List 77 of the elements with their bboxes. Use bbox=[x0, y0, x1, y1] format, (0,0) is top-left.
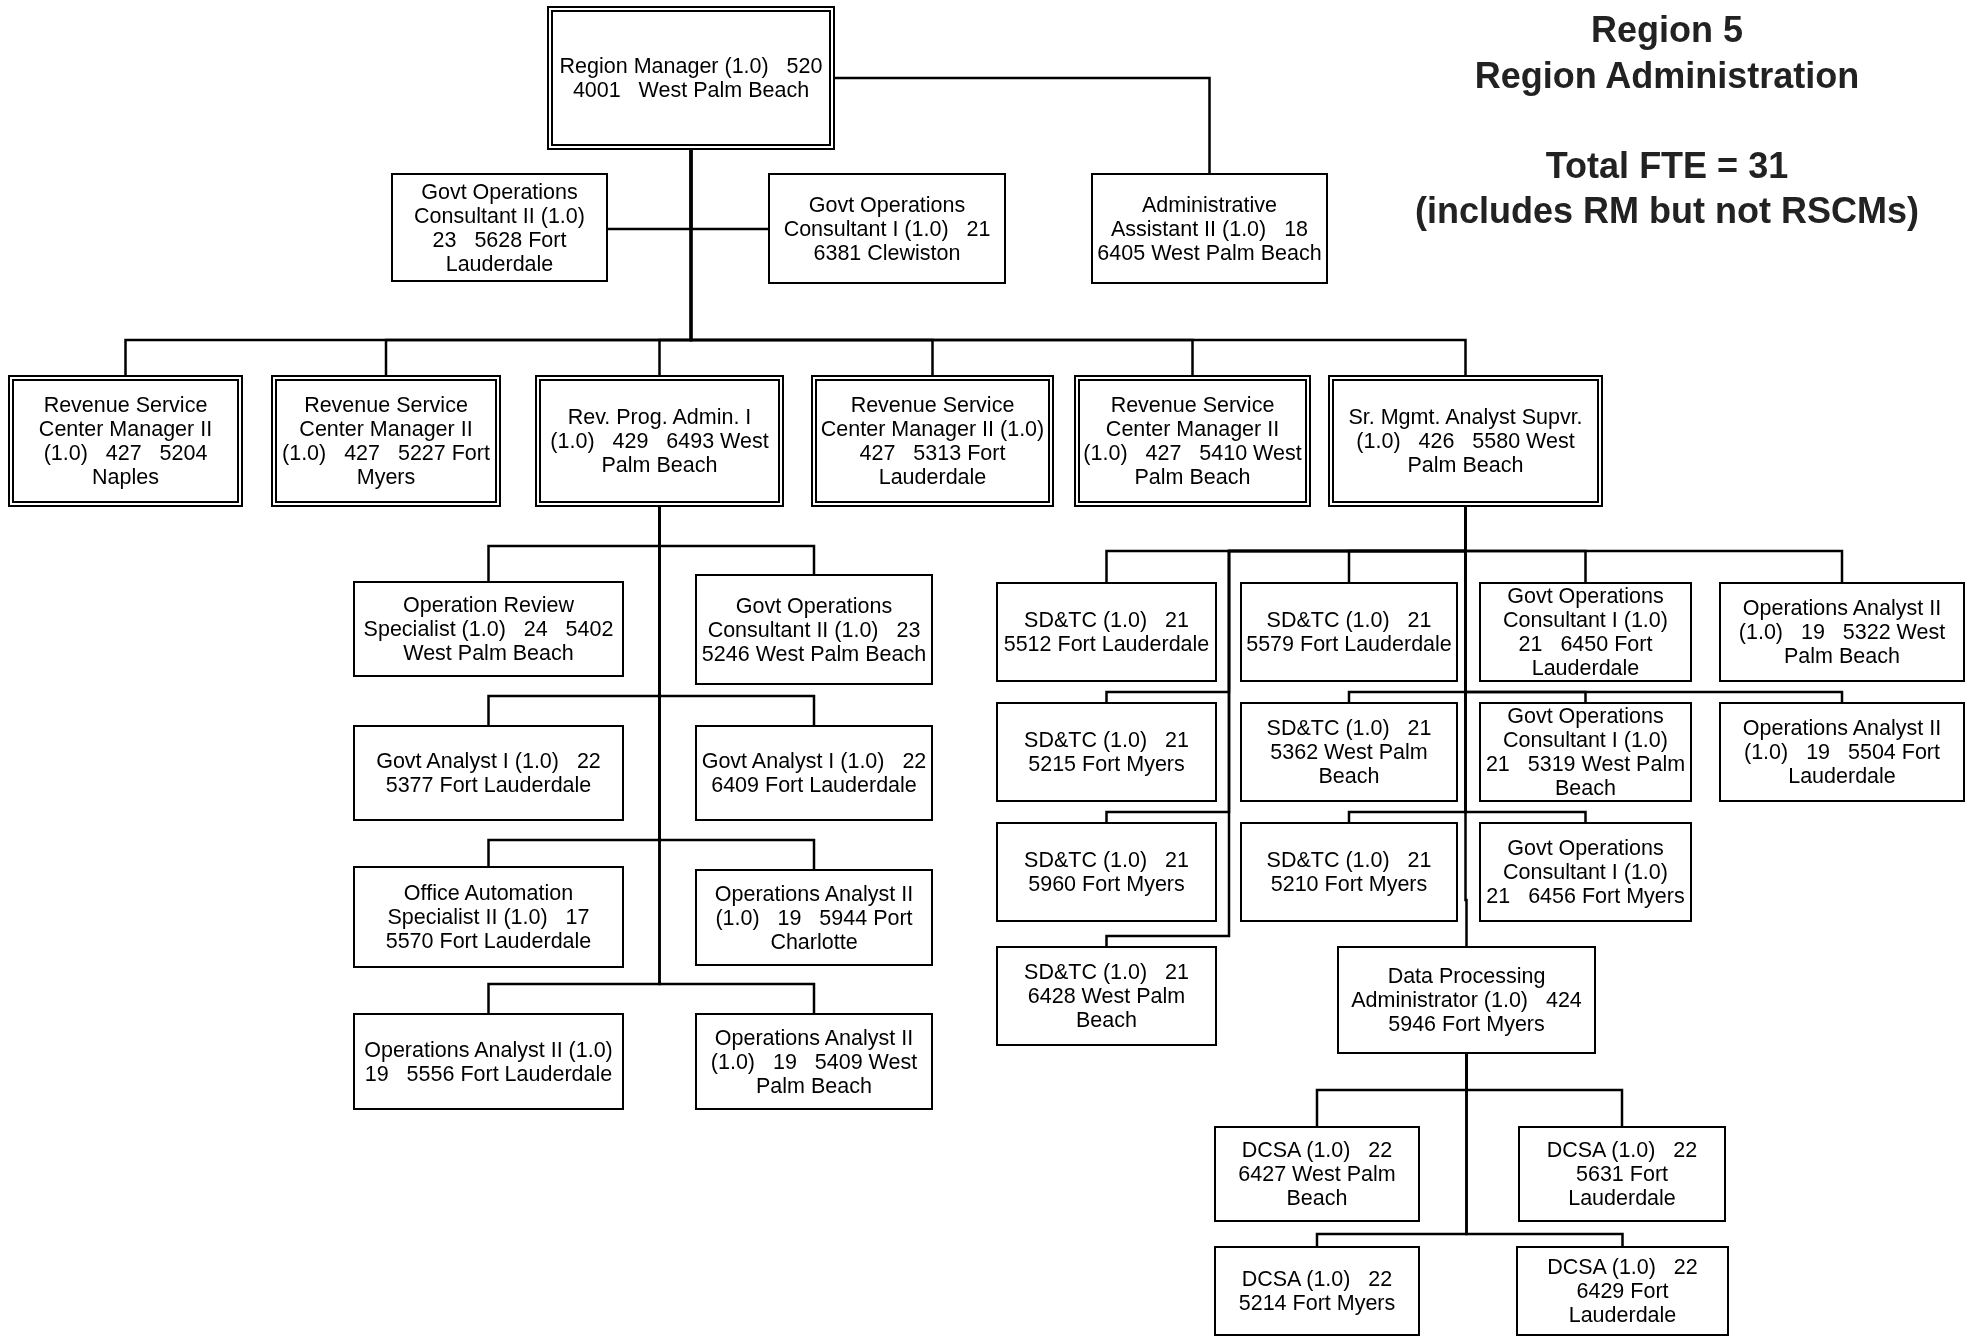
position-box bbox=[353, 725, 624, 821]
position-box bbox=[1240, 822, 1458, 922]
position-text: Govt Operations Consultant I (1.0) 21 6450 Fort Lauderdale bbox=[1502, 584, 1669, 680]
position-text: Govt Operations Consultant II (1.0) 23 5628 Fort Lauderdale bbox=[413, 179, 586, 276]
position-box bbox=[1719, 582, 1965, 682]
position-text: Region Manager (1.0) 520 4001 West Palm Beach bbox=[558, 54, 824, 102]
position-box bbox=[8, 375, 243, 507]
position-box bbox=[695, 574, 933, 685]
position-text: Govt Analyst I (1.0) 22 5377 Fort Lauderdale bbox=[375, 749, 602, 797]
position-text: Rev. Prog. Admin. I (1.0) 429 6493 West Palm Beach bbox=[549, 405, 770, 477]
position-box bbox=[1479, 582, 1692, 682]
position-box bbox=[695, 1013, 933, 1110]
position-text: DCSA (1.0) 22 5214 Fort Myers bbox=[1237, 1267, 1397, 1315]
position-text: Govt Operations Consultant II (1.0) 23 5246 West Palm Beach bbox=[700, 593, 928, 666]
position-text: Operations Analyst II (1.0) 19 5556 Fort Lauderdale bbox=[363, 1037, 614, 1086]
position-text: Administrative Assistant II (1.0) 18 6405 West Palm Beach bbox=[1096, 192, 1323, 265]
position-box bbox=[1719, 702, 1965, 802]
connector-line bbox=[689, 150, 1467, 375]
position-text: Operation Review Specialist (1.0) 24 5402 West Palm Beach bbox=[362, 593, 615, 665]
position-text: Office Automation Specialist II (1.0) 17 5570 Fort Lauderdale bbox=[384, 881, 593, 953]
position-box bbox=[695, 725, 933, 821]
position-box bbox=[547, 6, 835, 150]
position-box bbox=[1240, 582, 1458, 682]
position-text: Operations Analyst II (1.0) 19 5504 Fort Lauderdale bbox=[1741, 716, 1943, 788]
connector-line bbox=[1464, 507, 1468, 946]
connector-line bbox=[835, 76, 1211, 173]
position-box bbox=[1214, 1126, 1420, 1222]
position-text: SD&TC (1.0) 21 5215 Fort Myers bbox=[1023, 728, 1190, 776]
position-text: Data Processing Administrator (1.0) 424 5946 Fort Myers bbox=[1350, 964, 1583, 1036]
position-box bbox=[1214, 1246, 1420, 1336]
position-text: SD&TC (1.0) 21 6428 West Palm Beach bbox=[1023, 960, 1190, 1032]
position-text: Operations Analyst II (1.0) 19 5944 Port Charlotte bbox=[713, 881, 915, 954]
position-box bbox=[1337, 946, 1596, 1054]
position-box bbox=[996, 702, 1217, 802]
position-text: DCSA (1.0) 22 6429 Fort Lauderdale bbox=[1546, 1255, 1699, 1327]
position-box bbox=[1328, 375, 1603, 507]
position-text: Revenue Service Center Manager II (1.0) 427 5410 West Palm Beach bbox=[1083, 393, 1302, 489]
position-box bbox=[535, 375, 784, 507]
position-box bbox=[353, 866, 624, 968]
chart-title: Region 5 bbox=[1591, 8, 1743, 52]
position-text: Govt Operations Consultant I (1.0) 21 5319 West Palm Beach bbox=[1484, 704, 1687, 800]
position-box bbox=[353, 581, 624, 677]
fte-note: Total FTE = 31 bbox=[1545, 144, 1789, 188]
position-text: DCSA (1.0) 22 6427 West Palm Beach bbox=[1237, 1138, 1397, 1210]
position-text: Revenue Service Center Manager II (1.0) 427 5227 Fort Myers bbox=[281, 393, 491, 489]
position-box bbox=[996, 946, 1217, 1046]
position-box bbox=[1240, 702, 1458, 802]
position-text: Govt Analyst I (1.0) 22 6409 Fort Lauderdale bbox=[700, 749, 928, 797]
position-text: Revenue Service Center Manager II (1.0) 427 5313 Fort Lauderdale bbox=[820, 393, 1045, 489]
position-box bbox=[996, 822, 1217, 922]
position-box bbox=[1074, 375, 1311, 507]
position-box bbox=[271, 375, 501, 507]
position-box bbox=[1516, 1246, 1729, 1336]
position-box bbox=[768, 173, 1006, 284]
position-text: Govt Operations Consultant I (1.0) 21 6456 Fort Myers bbox=[1485, 836, 1686, 908]
position-text: Sr. Mgmt. Analyst Supvr. (1.0) 426 5580 West Palm Beach bbox=[1347, 405, 1584, 477]
position-box bbox=[391, 173, 608, 282]
chart-subtitle: Region Administration bbox=[1474, 54, 1860, 98]
position-text: DCSA (1.0) 22 5631 Fort Lauderdale bbox=[1545, 1138, 1699, 1210]
position-text: SD&TC (1.0) 21 5960 Fort Myers bbox=[1023, 848, 1190, 896]
position-text: SD&TC (1.0) 21 5210 Fort Myers bbox=[1265, 848, 1433, 896]
position-text: SD&TC (1.0) 21 5362 West Palm Beach bbox=[1265, 716, 1433, 788]
connector-line bbox=[1465, 1054, 1624, 1246]
position-box bbox=[811, 375, 1054, 507]
position-text: SD&TC (1.0) 21 5579 Fort Lauderdale bbox=[1245, 608, 1453, 656]
position-text: Revenue Service Center Manager II (1.0) 427 5204 Naples bbox=[37, 393, 214, 489]
position-box bbox=[1518, 1126, 1726, 1222]
position-text: Operations Analyst II (1.0) 19 5322 West Palm Beach bbox=[1737, 596, 1947, 668]
position-text: Operations Analyst II (1.0) 19 5409 West Palm Beach bbox=[709, 1025, 919, 1098]
position-box bbox=[1479, 822, 1692, 922]
position-box bbox=[996, 582, 1217, 682]
position-text: Govt Operations Consultant I (1.0) 21 6381 Clewiston bbox=[782, 192, 992, 265]
position-text: SD&TC (1.0) 21 5512 Fort Lauderdale bbox=[1002, 608, 1211, 656]
position-box bbox=[1091, 173, 1328, 284]
position-box bbox=[353, 1013, 624, 1110]
position-box bbox=[695, 869, 933, 966]
fte-note: (includes RM but not RSCMs) bbox=[1415, 189, 1919, 233]
